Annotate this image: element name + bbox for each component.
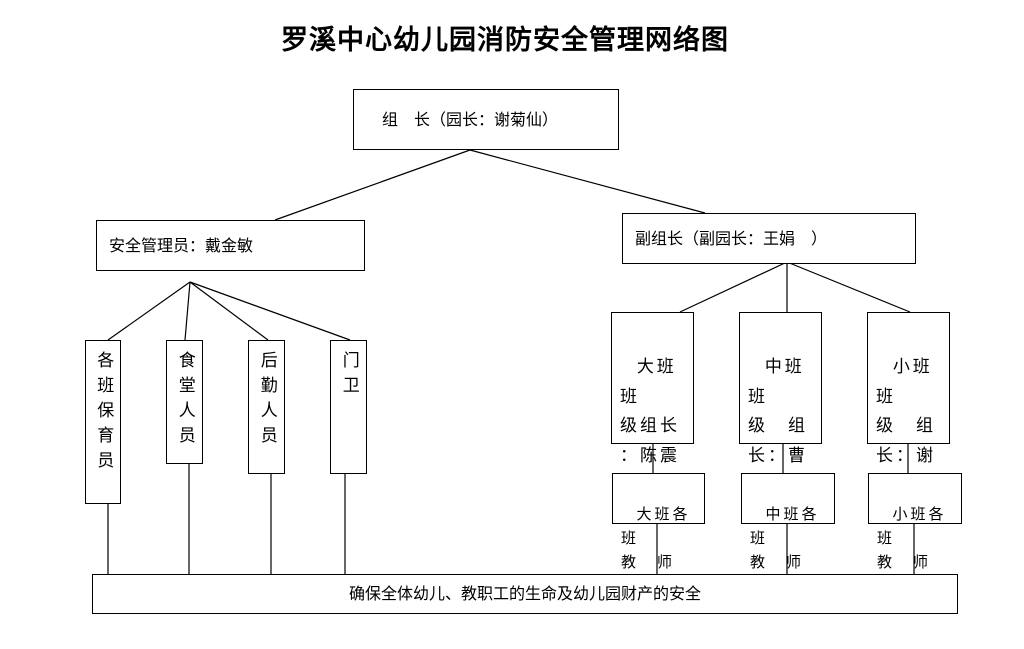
leader-label: 组 长（园长：谢菊仙） [382, 109, 559, 129]
leader-box: 组 长（园长：谢菊仙） [353, 89, 619, 150]
teachers-label: 大班各班 教 师 [621, 505, 691, 571]
teachers-label: 中班各班 教 师 [750, 505, 820, 571]
staff-label: 门卫 [338, 351, 359, 401]
vice-leader-box: 副组长（副园长：王娟 ） [622, 213, 916, 264]
grade-leader-box-middle: 中班班 级 组 长：曹 琪 [739, 312, 822, 496]
staff-box-logistics: 后勤人员 [248, 340, 285, 474]
staff-label: 后勤人员 [256, 351, 277, 451]
goal-label: 确保全体幼儿、教职工的生命及幼儿园财产的安全 [348, 584, 701, 604]
grade-leader-box-junior: 小班班 级 组 长：谢 琴芬 [867, 312, 950, 496]
staff-label: 食堂人员 [174, 351, 195, 451]
vice-leader-label: 副组长（副园长：王娟 ） [635, 228, 828, 248]
staff-box-guard: 门卫 [330, 340, 367, 474]
teachers-box-junior: 小班各班 教 师 [868, 473, 962, 571]
teachers-box-middle: 中班各班 教 师 [741, 473, 835, 571]
goal-box: 确保全体幼儿、教职工的生命及幼儿园财产的安全 [92, 574, 958, 614]
staff-label: 各班保育员 [93, 351, 114, 476]
staff-box-canteen: 食堂人员 [166, 340, 203, 464]
safety-admin-label: 安全管理员：戴金敏 [109, 235, 254, 255]
teachers-label: 小班各班 教 师 [877, 505, 947, 571]
teachers-box-senior: 大班各班 教 师 [612, 473, 705, 571]
staff-box-nursery: 各班保育员 [85, 340, 121, 504]
grade-leader-box-senior: 大班班 级组长 ：陈震 霞 [611, 312, 694, 496]
safety-admin-box: 安全管理员：戴金敏 [96, 220, 365, 271]
diagram-title: 罗溪中心幼儿园消防安全管理网络图 [281, 25, 729, 56]
